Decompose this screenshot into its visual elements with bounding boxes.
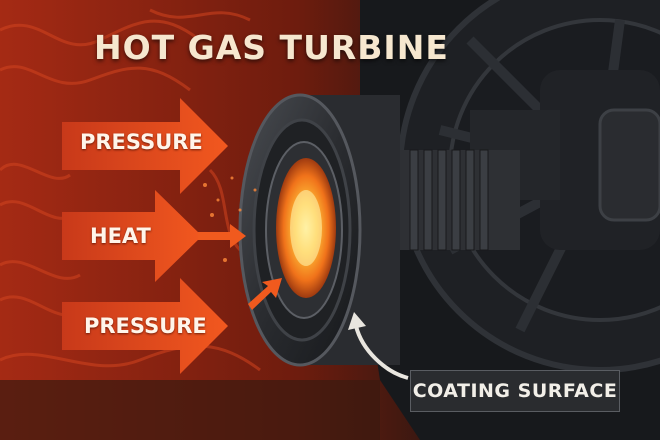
heat-label: HEAT [90, 224, 151, 248]
small-right-arrow-icon [198, 224, 282, 310]
pressure-arrow-top [62, 98, 228, 194]
sparks [203, 176, 257, 262]
turbine-disc [238, 93, 400, 367]
pressure-label-bottom: PRESSURE [84, 314, 207, 338]
pressure-arrow-bottom [62, 278, 228, 374]
page-title: HOT GAS TURBINE [94, 28, 449, 67]
curved-arrow-up-icon [348, 312, 409, 380]
floor-shadow [0, 380, 380, 440]
callout-label: COATING SURFACE [412, 380, 618, 402]
coating-surface-callout: COATING SURFACE [410, 370, 620, 412]
heat-arrow [62, 190, 202, 282]
turbine-shaft [380, 149, 520, 251]
right-arrow-icon [62, 98, 228, 374]
pressure-label-top: PRESSURE [80, 130, 203, 154]
heat-waves [0, 8, 261, 372]
